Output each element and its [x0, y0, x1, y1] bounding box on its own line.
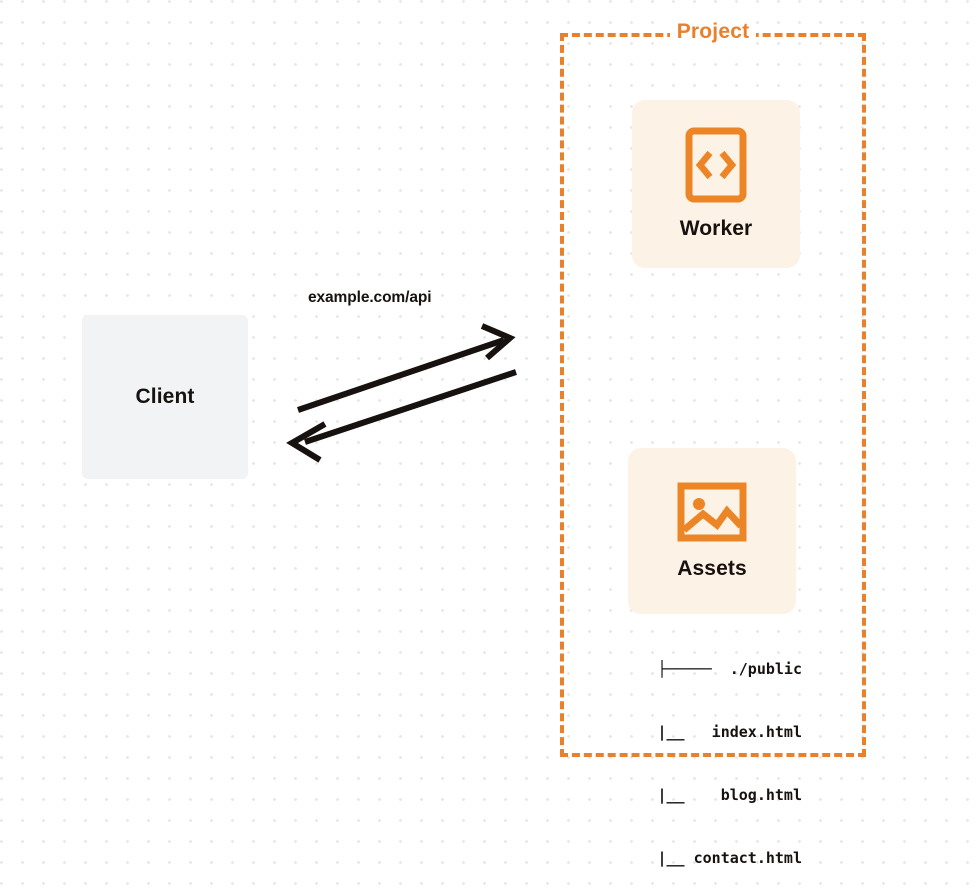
file-tree-row: |__ blog.html — [621, 786, 802, 804]
request-arrow-up-right — [297, 323, 516, 413]
client-node[interactable]: Client — [82, 315, 248, 479]
assets-service-card[interactable]: Assets — [628, 448, 796, 614]
assets-file-tree: ├───── ./public |__ index.html |__ blog.… — [600, 617, 802, 890]
project-title: Project — [560, 18, 866, 46]
worker-card-label: Worker — [679, 217, 753, 240]
connection-label: example.com/api — [308, 289, 432, 306]
connection-arrows — [286, 323, 517, 463]
response-arrow-down-left — [286, 369, 517, 463]
file-tree-row: ├───── ./public — [657, 660, 803, 678]
file-tree-row: |__ contact.html — [621, 849, 802, 867]
client-node-label: Client — [135, 385, 195, 408]
image-icon — [677, 482, 747, 542]
worker-service-card[interactable]: Worker — [632, 100, 800, 268]
file-tree-row: |__ index.html — [621, 723, 802, 741]
assets-card-label: Assets — [677, 557, 747, 580]
project-title-text: Project — [669, 18, 757, 46]
code-brackets-icon — [685, 127, 747, 203]
